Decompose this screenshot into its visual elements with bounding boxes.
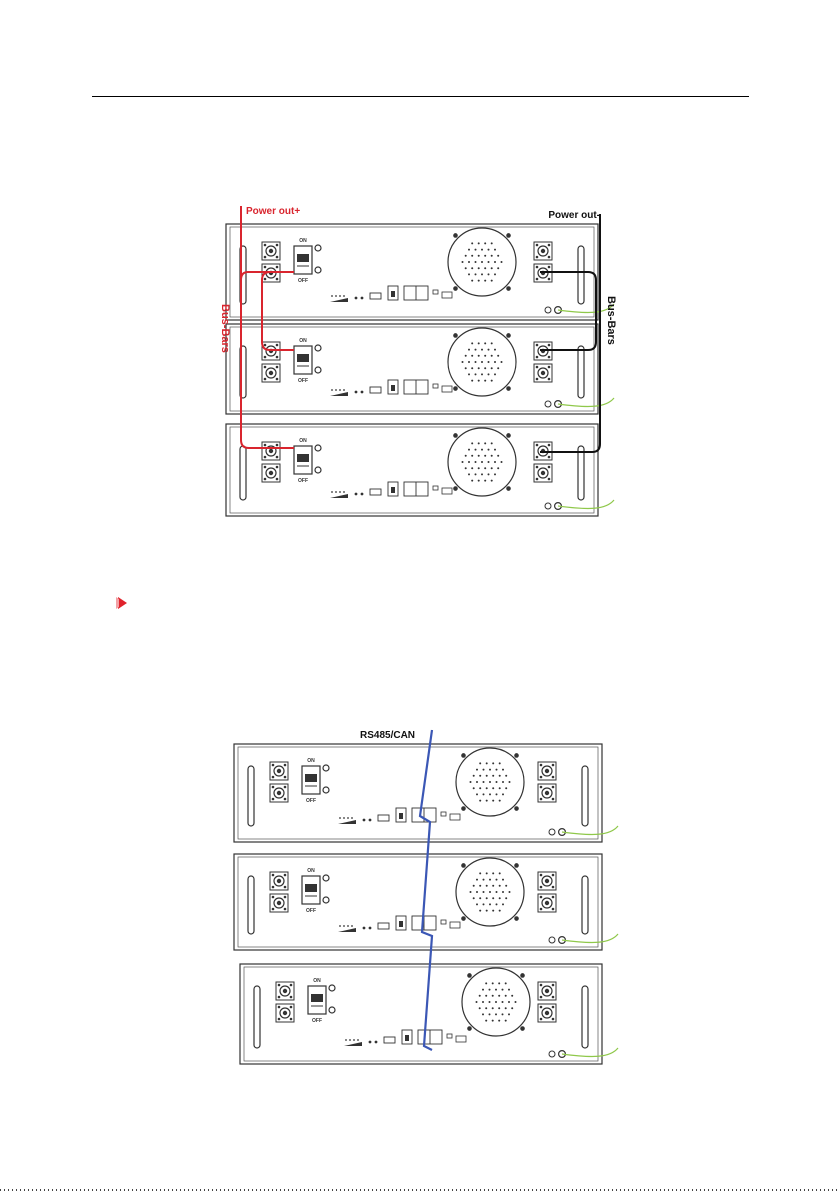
- switch-off-label: OFF: [306, 798, 316, 804]
- negative-terminal-bottom: [538, 894, 556, 912]
- negative-terminal-bottom: [534, 464, 552, 482]
- battery-module: ON OFF: [234, 744, 618, 842]
- positive-terminal-top: [262, 242, 280, 260]
- communication-connection-diagram: ON OFF ON OFF ON OFF RS485/CAN: [226, 724, 636, 1090]
- positive-terminal-top: [262, 442, 280, 460]
- positive-terminal-bottom: [270, 894, 288, 912]
- switch-on-label: ON: [299, 438, 307, 444]
- negative-terminal-top: [538, 762, 556, 780]
- comm-diagram-svg: ON OFF ON OFF ON OFF RS485/CAN: [226, 724, 636, 1090]
- footer-dotted-rule: [0, 1189, 840, 1191]
- switch-off-label: OFF: [298, 378, 308, 384]
- bus-bars-right-label: Bus-Bars: [605, 296, 617, 345]
- negative-terminal-bottom: [534, 364, 552, 382]
- power-out-negative-label: Power out-: [548, 210, 600, 221]
- positive-terminal-top: [270, 872, 288, 890]
- negative-terminal-top: [538, 872, 556, 890]
- switch-off-label: OFF: [298, 278, 308, 284]
- negative-terminal-bottom: [538, 1004, 556, 1022]
- battery-module: ON OFF: [226, 324, 614, 414]
- rs485-can-label: RS485/CAN: [360, 730, 415, 741]
- power-diagram-svg: ON OFF ON OFF ON OFF Power out+ Power out- Bu…: [212, 200, 632, 530]
- fan-grille: [456, 748, 524, 816]
- switch-off-label: OFF: [306, 908, 316, 914]
- switch-off-label: OFF: [312, 1018, 322, 1024]
- negative-terminal-top: [538, 982, 556, 1000]
- positive-terminal-top: [276, 982, 294, 1000]
- switch-on-label: ON: [307, 758, 315, 764]
- switch-on-label: ON: [299, 238, 307, 244]
- switch-on-label: ON: [313, 978, 321, 984]
- header-rule: [92, 96, 749, 97]
- positive-terminal-bottom: [262, 364, 280, 382]
- positive-terminal-bottom: [276, 1004, 294, 1022]
- power-connection-diagram: ON OFF ON OFF ON OFF Power out+ Power out- Bu…: [212, 200, 632, 530]
- bus-bars-left-label: Bus-Bars: [219, 304, 231, 353]
- fan-grille: [448, 328, 516, 396]
- fan-grille: [448, 228, 516, 296]
- power-out-positive-label: Power out+: [246, 206, 300, 217]
- pointer-bullet-icon: [115, 596, 129, 610]
- switch-on-label: ON: [307, 868, 315, 874]
- positive-terminal-top: [270, 762, 288, 780]
- switch-on-label: ON: [299, 338, 307, 344]
- positive-terminal-bottom: [262, 464, 280, 482]
- fan-grille: [448, 428, 516, 496]
- switch-off-label: OFF: [298, 478, 308, 484]
- positive-terminal-bottom: [270, 784, 288, 802]
- negative-terminal-top: [534, 242, 552, 260]
- fan-grille: [456, 858, 524, 926]
- negative-terminal-bottom: [538, 784, 556, 802]
- fan-grille: [462, 968, 530, 1036]
- battery-module: ON OFF: [226, 424, 614, 516]
